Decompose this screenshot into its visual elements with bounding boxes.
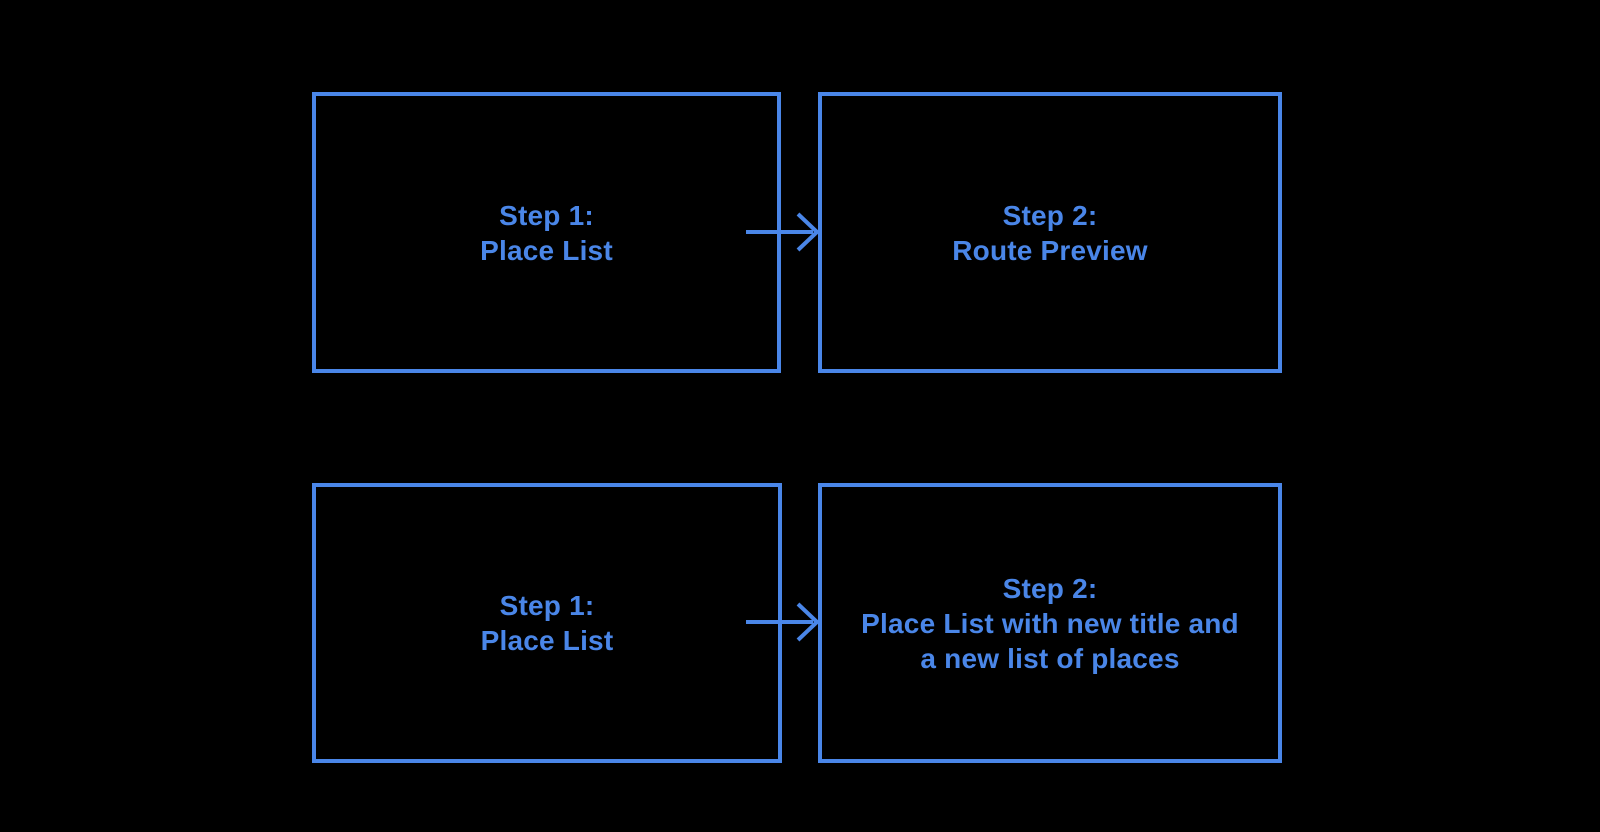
node-label-line: Step 2: — [1002, 199, 1098, 231]
node-label-line: Place List — [480, 625, 614, 656]
node-step2-route-preview: Step 2: Route Preview — [818, 92, 1282, 373]
node-label-line: Step 1: — [499, 590, 595, 621]
node-label: Step 1: Place List — [480, 198, 613, 268]
node-label-line: Step 1: — [499, 199, 594, 231]
node-label-line: Step 2: — [1002, 572, 1098, 604]
node-label: Step 1: Place List — [481, 588, 614, 658]
node-label-line: Place List — [480, 234, 613, 266]
node-label-line: a new list of places — [920, 642, 1180, 674]
node-step2-new-place-list: Step 2: Place List with new title and a … — [818, 483, 1282, 763]
node-label: Step 2: Place List with new title and a … — [861, 571, 1239, 676]
node-step1-place-list-2: Step 1: Place List — [312, 483, 782, 763]
node-label: Step 2: Route Preview — [952, 198, 1148, 268]
node-label-line: Route Preview — [952, 234, 1148, 266]
node-step1-place-list: Step 1: Place List — [312, 92, 781, 373]
node-label-line: Place List with new title and — [861, 607, 1239, 639]
